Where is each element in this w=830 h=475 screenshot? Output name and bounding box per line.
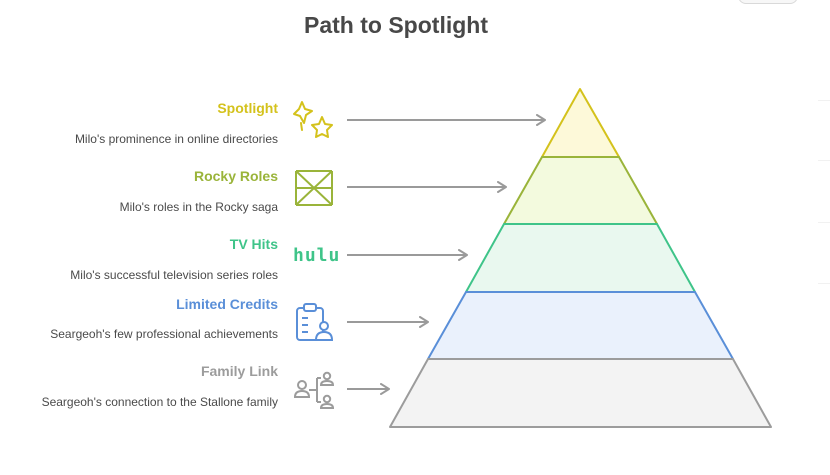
edge-decoration — [818, 100, 830, 101]
tier-title-spotlight: Spotlight — [217, 100, 278, 116]
tier-desc-spotlight: Milo's prominence in online directories — [74, 132, 278, 146]
pyramid-tier-rocky-roles — [503, 156, 658, 225]
tier-title-tv-hits: TV Hits — [229, 236, 278, 252]
pyramid-tier-spotlight — [541, 88, 620, 158]
film-strip-icon — [295, 170, 333, 206]
edge-decoration — [818, 283, 830, 284]
tier-title-family-link: Family Link — [200, 363, 278, 379]
edge-decoration — [818, 160, 830, 161]
family-tree-icon — [293, 371, 335, 409]
clipboard-person-icon — [296, 303, 334, 341]
pyramid-tier-tv-hits — [465, 223, 696, 293]
hulu-logo-icon: hulu — [293, 245, 341, 266]
edge-decoration — [818, 222, 830, 223]
page-title: Path to Spotlight — [304, 12, 488, 38]
tier-title-rocky-roles: Rocky Roles — [193, 168, 278, 184]
tier-desc-limited-credits: Seargeoh's few professional achievements — [50, 327, 278, 341]
tier-desc-tv-hits: Milo's successful television series role… — [70, 268, 278, 282]
tier-desc-rocky-roles: Milo's roles in the Rocky saga — [119, 200, 278, 214]
tier-desc-family-link: Seargeoh's connection to the Stallone fa… — [41, 395, 278, 409]
spotlight-stars-icon — [293, 101, 333, 138]
pyramid-tier-limited-credits — [427, 291, 734, 360]
tier-title-limited-credits: Limited Credits — [176, 296, 278, 312]
pyramid-tier-family-link — [389, 358, 772, 428]
